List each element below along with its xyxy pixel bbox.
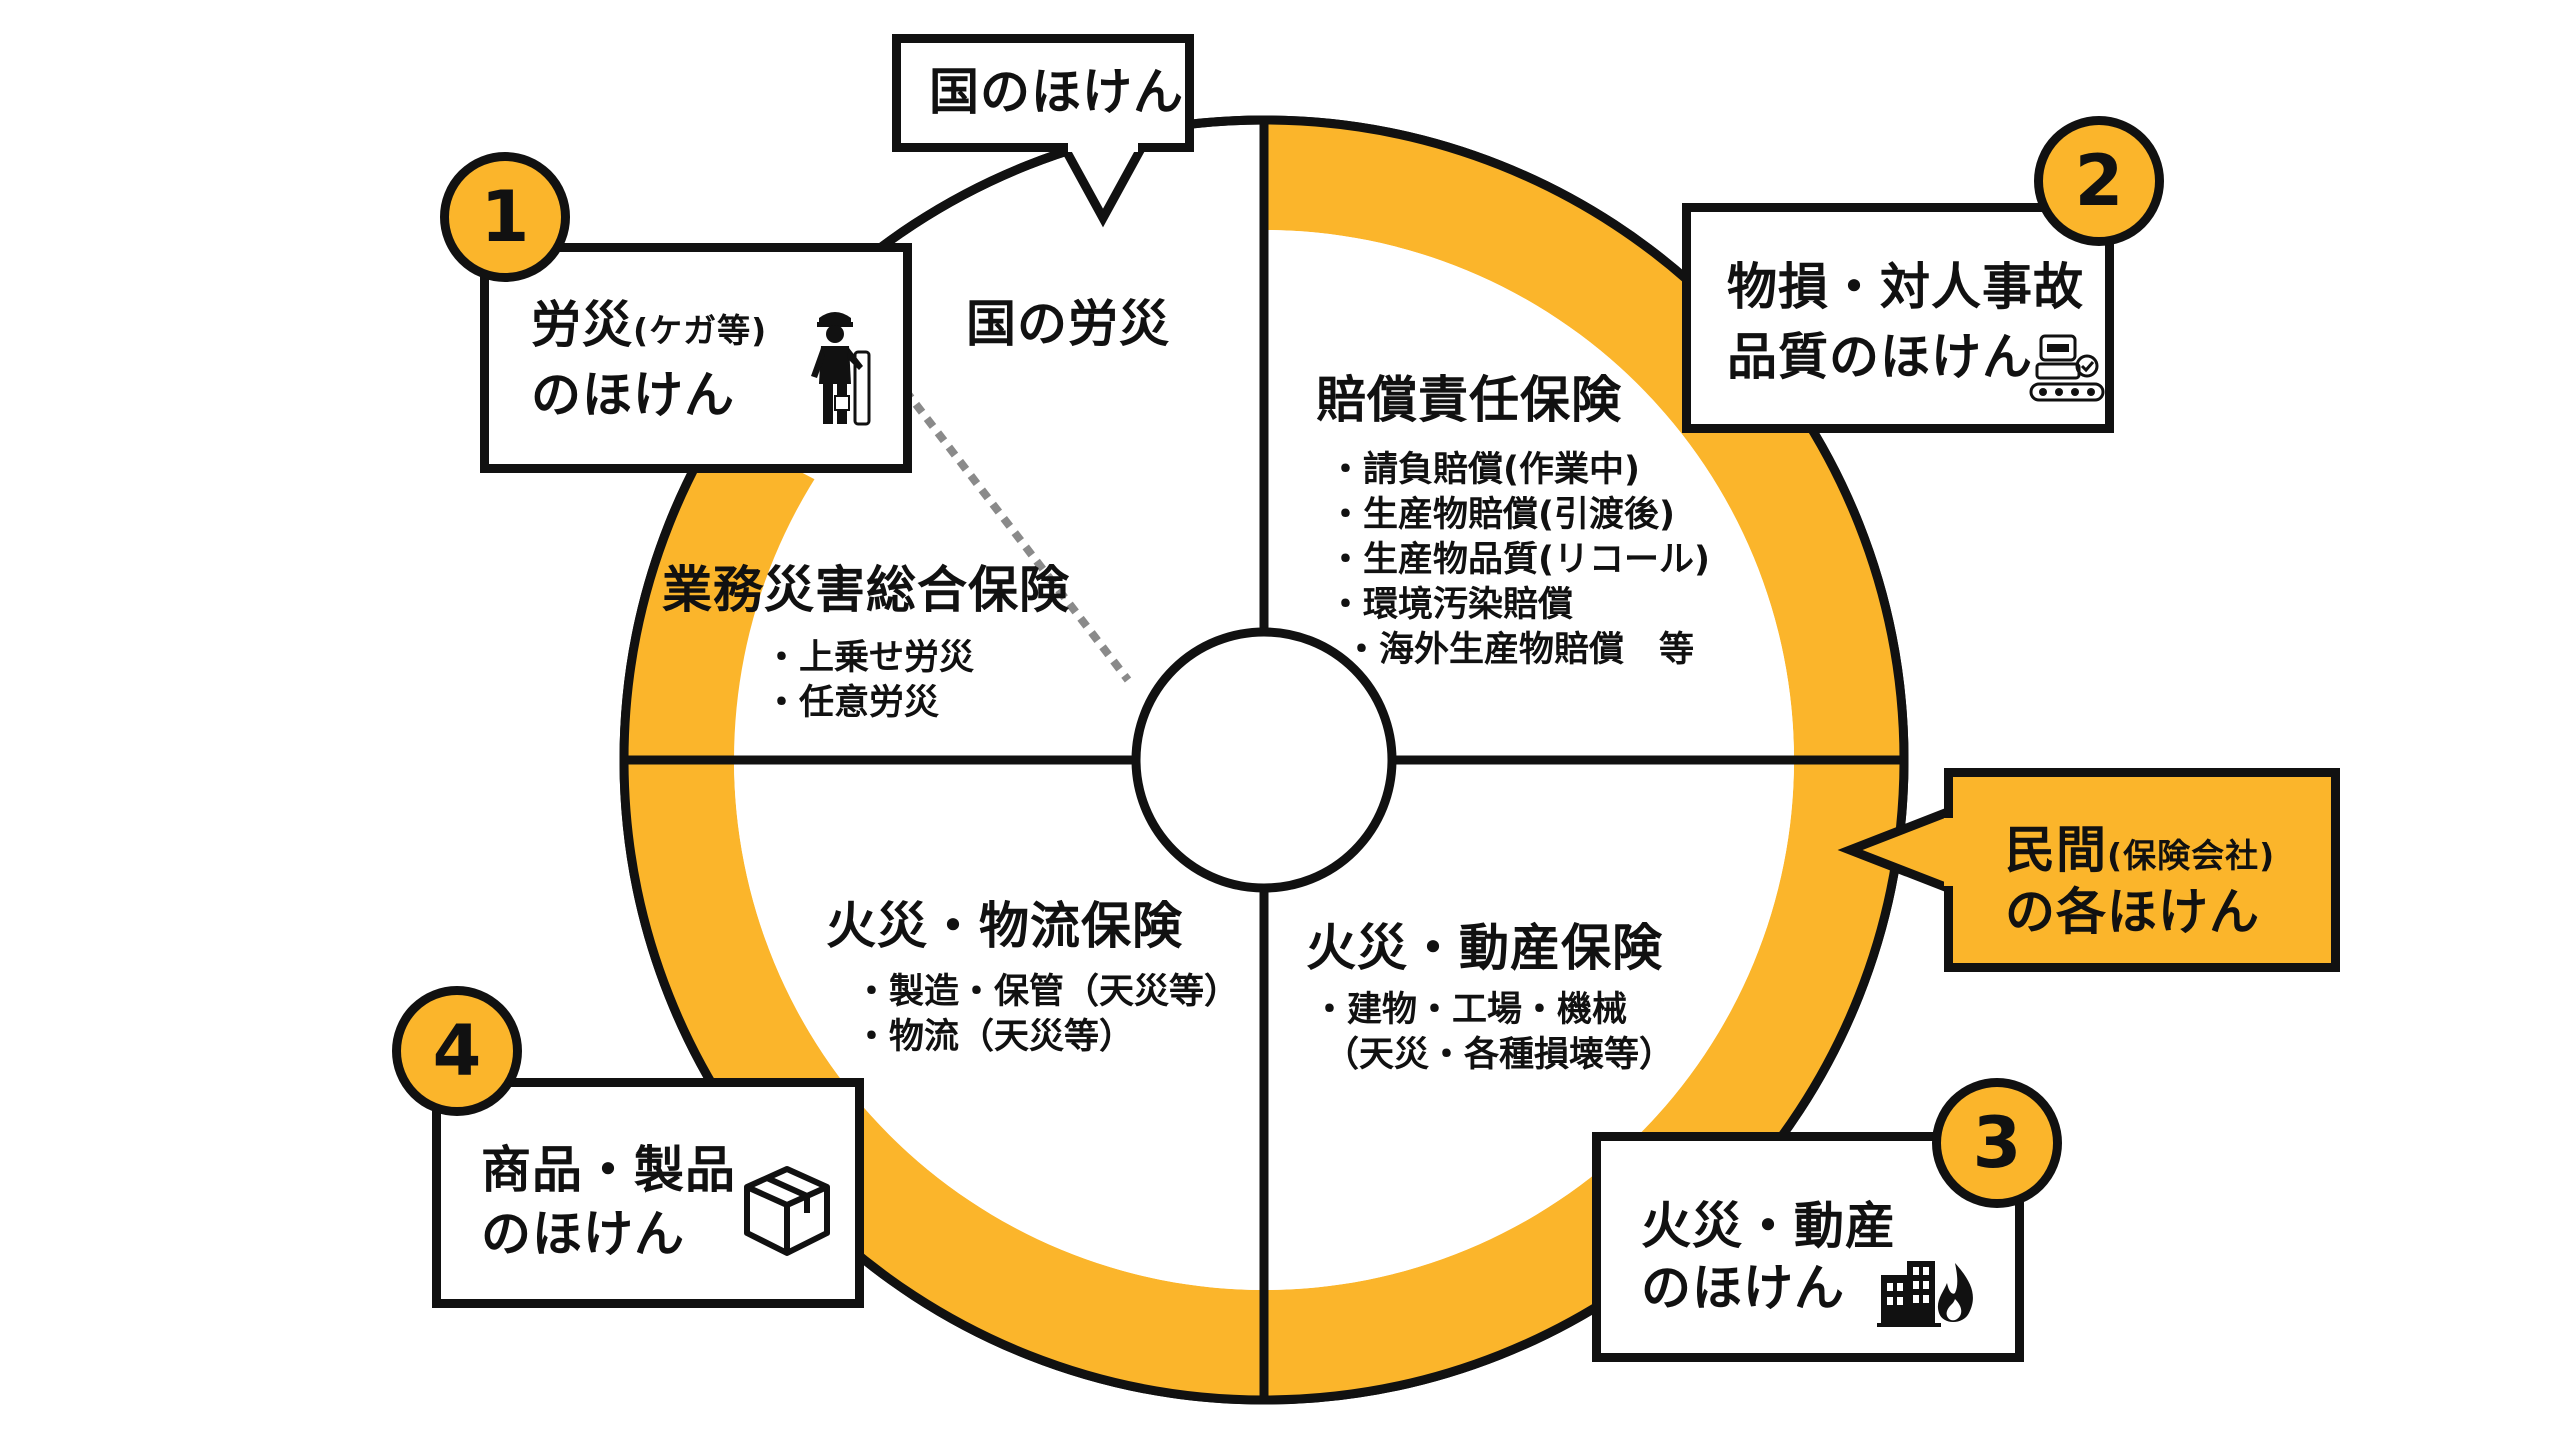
liability-sector-items: ・請負賠償(作業中) ・生産物賠償(引渡後) ・生産物品質(リコール) ・環境汚… [1328,448,1710,673]
callout-1-line2: のほけん [531,366,735,424]
liability-sector-title: 賠償責任保険 [1316,371,1622,429]
liability-item: ・生産物賠償(引渡後) [1328,495,1675,535]
callout-products: 商品・製品 のほけん [432,1078,864,1308]
private-insurance-label: 民間(保険会社) の各ほけん [1944,768,2340,972]
workers-sector-items: ・上乗せ労災 ・任意労災 [764,636,974,726]
private-label-line2: の各ほけん [2005,883,2260,941]
callout-2-line1: 物損・対人事故 [1727,258,2084,316]
badge-4: 4 [392,986,522,1116]
workers-item: ・任意労災 [764,683,940,723]
liability-item: ・生産物品質(リコール) [1328,540,1710,580]
fire-logistics-item: ・製造・保管（天災等） [854,972,1240,1012]
callout-property-accident: 物損・対人事故 品質のほけん [1682,203,2114,433]
liability-item: ・海外生産物賠償 等 [1344,630,1695,670]
government-sector-title: 国の労災 [966,295,1170,353]
badge-3: 3 [1932,1078,2062,1208]
center-hub [1131,627,1397,893]
callout-1-line1: 労災(ケガ等) [531,296,768,354]
fire-movables-sector-items: ・建物・工場・機械 （天災・各種損壊等） [1312,988,1674,1078]
workers-sector-title: 業務災害総合保険 [662,561,1070,619]
callout-3-line1: 火災・動産 [1641,1197,1896,1255]
building-fire-icon [1877,1261,1973,1327]
injured-worker-icon [811,312,871,426]
fire-logistics-sector-items: ・製造・保管（天災等） ・物流（天災等） [854,970,1239,1060]
callout-workers-injury: 労災(ケガ等) のほけん [480,243,912,473]
fire-logistics-item: ・物流（天災等） [854,1017,1135,1057]
fire-movables-item: ・建物・工場・機械 [1312,990,1628,1030]
liability-item: ・環境汚染賠償 [1328,585,1574,625]
callout-2-line2: 品質のほけん [1727,328,2033,386]
private-label-line1: 民間(保険会社) [2005,821,2276,879]
private-bubble-tail [1837,805,1955,895]
fire-movables-item: （天災・各種損壊等） [1324,1035,1675,1075]
badge-2: 2 [2034,116,2164,246]
badge-1: 1 [440,152,570,282]
robot-conveyor-icon [2029,334,2105,402]
government-bubble-tail [1059,142,1147,228]
liability-item: ・請負賠償(作業中) [1328,450,1640,490]
fire-logistics-sector-title: 火災・物流保険 [826,897,1183,955]
callout-3-line2: のほけん [1641,1259,1845,1317]
fire-movables-sector-title: 火災・動産保険 [1306,919,1663,977]
callout-4-line2: のほけん [481,1205,685,1263]
dotted-separator [901,387,1132,683]
callout-4-line1: 商品・製品 [481,1141,736,1199]
workers-item: ・上乗せ労災 [764,638,975,678]
government-insurance-label: 国のほけん [892,34,1194,152]
package-box-icon [744,1166,830,1256]
